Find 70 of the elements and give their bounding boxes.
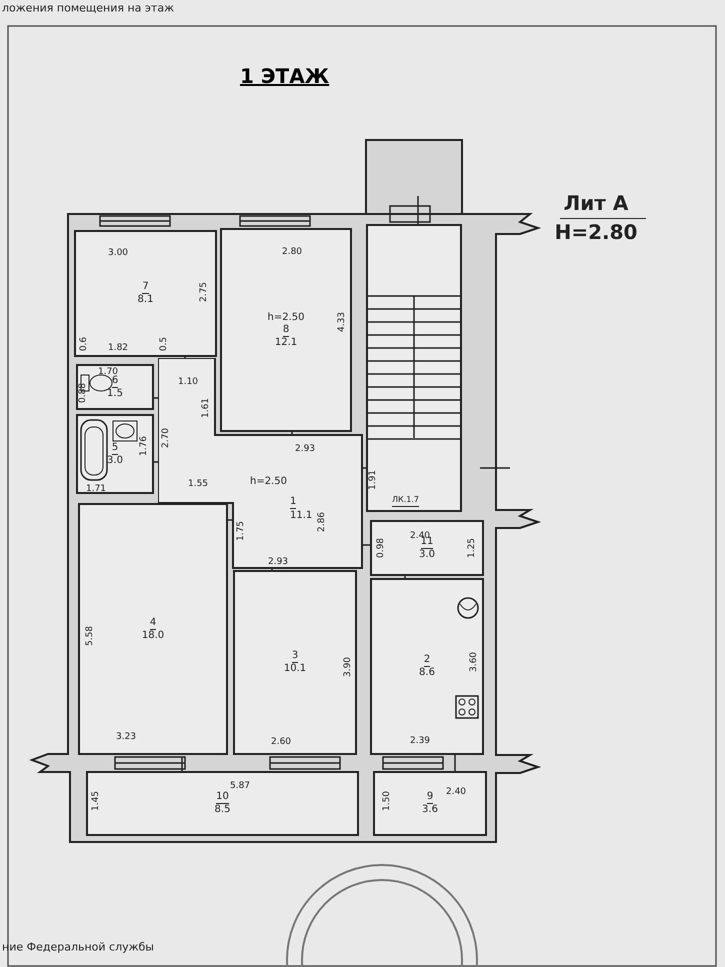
dimension-label: 1.82 (108, 343, 128, 353)
dimension-label: 5.58 (85, 626, 95, 646)
room-number: 8 (282, 324, 290, 336)
room-area: 8.1 (138, 294, 154, 306)
room-area: 11.1 (290, 510, 312, 522)
dimension-label: 2.60 (270, 737, 292, 747)
dimension-label: 2.86 (317, 512, 327, 532)
room (233, 570, 357, 755)
ceiling-height: h=2.50 (250, 476, 287, 488)
room-area: 3.6 (422, 804, 438, 816)
room-area: 8.5 (214, 804, 230, 816)
dimension-label: 3.60 (469, 652, 479, 672)
room-area: 18.0 (142, 630, 164, 642)
room-number: 5 (112, 442, 118, 454)
building-note: Лит А (564, 191, 628, 215)
dimension-label: 2.39 (410, 736, 430, 746)
dimension-label: 2.80 (282, 247, 302, 257)
room (86, 771, 359, 836)
room-number: 1 (290, 496, 296, 509)
dimension-label: 2.70 (161, 428, 171, 448)
room-area: 3.0 (419, 548, 435, 560)
room-area: 1.5 (107, 388, 123, 400)
dimension-label: 3.00 (108, 248, 128, 258)
room (220, 228, 352, 432)
room-area: 12.1 (274, 336, 298, 348)
dimension-label: 3.23 (116, 732, 136, 742)
room-number: 4 (150, 616, 156, 630)
room-number: 10 (216, 791, 229, 804)
room (158, 358, 364, 570)
ceiling-height: h=2.50 (268, 312, 304, 324)
dimension-label: 1.25 (467, 538, 477, 558)
room-area: 3.0 (107, 454, 123, 466)
dimension-label: 2.40 (446, 787, 466, 797)
room-area: 8.6 (419, 667, 435, 679)
dimension-label: 0.6 (79, 336, 89, 352)
dimension-label: 1.75 (236, 520, 246, 542)
dimension-label: 1.55 (188, 479, 208, 489)
dimension-label: 1.50 (382, 790, 392, 812)
room-number: 9 (426, 791, 434, 804)
room (76, 414, 154, 494)
dimension-label: 0.5 (159, 336, 169, 352)
building-note: H=2.80 (554, 220, 638, 244)
dimension-label: 2.75 (199, 282, 209, 302)
room (370, 578, 484, 755)
floor-title: 1 ЭТАЖ (240, 64, 330, 88)
room (370, 520, 484, 576)
dimension-label: 1.71 (86, 484, 106, 494)
dimension-label: 1.61 (201, 398, 211, 418)
dimension-label: 2.93 (294, 444, 316, 454)
room-area: 10.1 (284, 663, 306, 675)
dimension-label: 1.70 (98, 367, 118, 377)
sheet-caption: ложения помещения на этаж (2, 2, 174, 14)
dimension-label: 1.45 (91, 790, 101, 812)
dimension-label: 1.10 (178, 377, 198, 387)
dimension-label: 4.33 (337, 312, 347, 332)
room-label: ЛК.1.7 (392, 494, 419, 507)
dimension-label: 1.76 (139, 436, 149, 456)
dimension-label: 1.91 (368, 470, 378, 490)
room (76, 364, 154, 410)
room-number: 3 (292, 650, 298, 663)
room (373, 771, 487, 836)
dimension-label: 2.93 (268, 557, 288, 567)
dimension-label: 3.90 (343, 656, 353, 678)
room (74, 230, 217, 357)
room-number: 6 (112, 374, 118, 388)
dimension-label: 0.98 (376, 538, 386, 558)
room (78, 503, 228, 755)
room-number: 2 (424, 654, 430, 667)
dimension-label: 5.87 (230, 781, 250, 791)
room-number: 7 (142, 281, 149, 294)
